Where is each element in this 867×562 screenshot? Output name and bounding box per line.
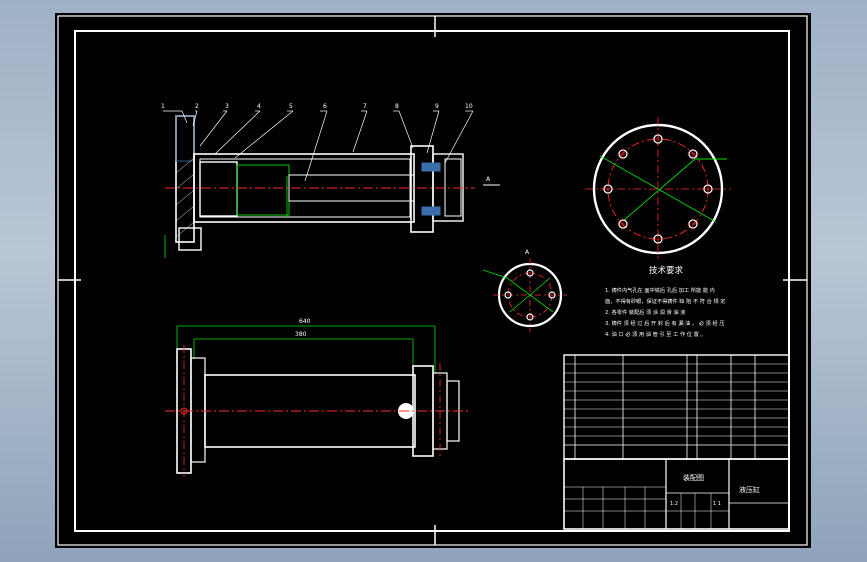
section-view: A 1 2 3 4 5 6 7 8 9 10 — [161, 103, 500, 258]
title-block-scale: 1:2 — [670, 501, 678, 507]
balloon-labels: 1 2 3 4 5 6 7 8 9 10 — [161, 103, 473, 110]
balloon-3: 3 — [225, 103, 229, 110]
front-view: 640 380 — [165, 318, 470, 477]
dim-inner: 380 — [295, 331, 307, 338]
flange-top-view — [585, 117, 731, 261]
balloon-5: 5 — [289, 103, 293, 110]
balloon-2: 2 — [195, 103, 199, 110]
tech-req-line-1: 1. 铸件内气孔在 面冲铣后 孔后 加工 所能 能 内 — [605, 286, 715, 294]
title-block-text: 装配图 液压缸 1:2 1 1 — [670, 473, 760, 507]
sheet-border-outer — [57, 15, 808, 546]
view-a-label: A — [525, 249, 530, 256]
title-block-sheet: 1 1 — [713, 501, 721, 507]
parts-list — [563, 354, 790, 460]
title-block-drawing-name: 液压缸 — [739, 485, 760, 494]
balloon-7: 7 — [363, 103, 367, 110]
technical-requirements: 技术要求 1. 铸件内气孔在 面冲铣后 孔后 加工 所能 能 内 面，不得有砂眼… — [605, 265, 725, 338]
balloon-6: 6 — [323, 103, 327, 110]
title-block — [563, 458, 790, 530]
tech-req-title: 技术要求 — [649, 265, 684, 276]
sheet-frame-inner — [74, 30, 790, 532]
tech-req-line-5: 4. 油 口 必 须 用 油 管 引 至 工 作 位 置 。 — [605, 330, 706, 338]
cad-drawing: A 1 2 3 4 5 6 7 8 9 10 — [57, 15, 808, 546]
cad-viewport[interactable]: A 1 2 3 4 5 6 7 8 9 10 — [55, 13, 811, 548]
balloon-10: 10 — [465, 103, 473, 110]
dim-overall: 640 — [299, 318, 311, 325]
title-block-part-name: 装配图 — [683, 473, 704, 482]
centering-marks — [58, 16, 807, 545]
tech-req-line-4: 3. 铸件 须 经 过 后 开 封 后 有 漏 油 。 必 须 经 压 — [605, 319, 725, 327]
balloon-4: 4 — [257, 103, 261, 110]
tech-req-line-3: 2. 各零件 装配后 须 涂 润 滑 油 液 — [605, 308, 685, 316]
view-arrow-label: A — [486, 176, 491, 183]
balloon-1: 1 — [161, 103, 165, 110]
flange-a-view: A — [482, 249, 567, 332]
balloon-9: 9 — [435, 103, 439, 110]
tech-req-line-2: 面，不得有砂眼，保证不得铸件 缺 陷 不 符 合 规 定 — [605, 297, 725, 305]
balloon-8: 8 — [395, 103, 399, 110]
